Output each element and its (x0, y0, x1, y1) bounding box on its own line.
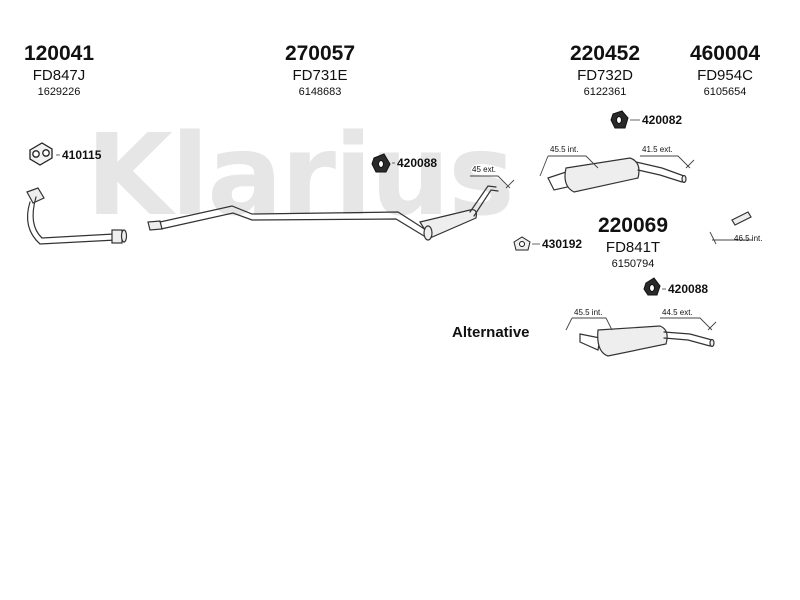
dimension-label: 41.5 ext. (642, 145, 673, 154)
oe-number: 6148683 (298, 86, 342, 98)
part-270057: 270057 FD731E 6148683 (277, 42, 363, 100)
part-code: FD954C (697, 67, 753, 84)
dimension-label: 45.5 int. (550, 145, 579, 154)
rubber-hanger-icon (643, 277, 661, 296)
alternative-label: Alternative (452, 324, 530, 341)
middle-pipe-icon (147, 185, 499, 241)
front-pipe-icon (26, 187, 128, 245)
rubber-hanger-icon (610, 110, 629, 129)
part-number: 270057 (284, 42, 356, 65)
oe-number: 6150794 (611, 258, 655, 270)
part-460004: 460004 FD954C 6105654 (682, 42, 768, 100)
part-number: 120041 (23, 42, 95, 65)
gasket-label: 410115 (62, 148, 102, 162)
tailpipe-icon (731, 211, 752, 226)
hanger-label: 420088 (668, 282, 709, 296)
part-220069: 220069 FD841T 6150794 (590, 214, 676, 272)
rubber-hanger-icon (371, 153, 391, 173)
part-code: FD731E (292, 67, 348, 84)
gasket-icon (29, 142, 53, 166)
dimension-label: 46.5 int. (734, 234, 763, 243)
part-number: 460004 (689, 42, 761, 65)
part-code: FD847J (32, 67, 86, 84)
oe-number: 6122361 (583, 86, 627, 98)
rubber-hanger-icon (513, 236, 531, 251)
part-number: 220452 (569, 42, 641, 65)
oe-number: 6105654 (703, 86, 747, 98)
alternative-muffler-icon (579, 325, 715, 357)
part-120041: 120041 FD847J 1629226 (16, 42, 102, 100)
dimension-label: 45.5 int. (574, 308, 603, 317)
dimension-label: 45 ext. (472, 165, 497, 174)
part-code: FD732D (577, 67, 633, 84)
hanger-label: 420082 (642, 113, 683, 127)
oe-number: 1629226 (37, 86, 81, 98)
hanger-label: 430192 (542, 237, 583, 251)
hanger-label: 420088 (397, 156, 438, 170)
part-220452: 220452 FD732D 6122361 (562, 42, 648, 100)
muffler-icon (547, 157, 687, 193)
dimension-label: 44.5 ext. (662, 308, 693, 317)
part-number: 220069 (597, 214, 669, 237)
part-code: FD841T (605, 239, 661, 256)
